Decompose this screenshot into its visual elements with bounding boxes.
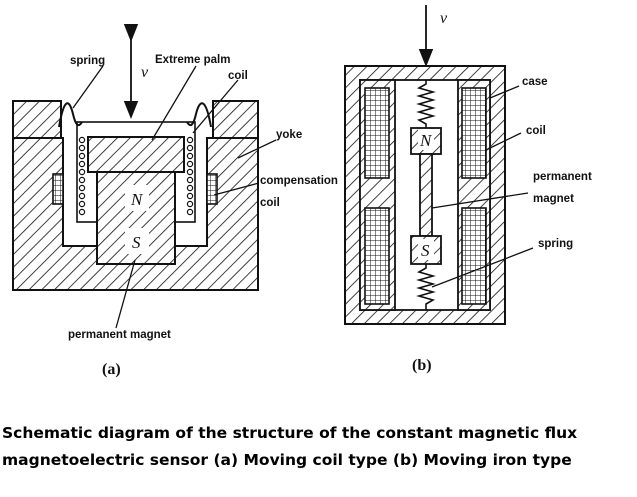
spring-b-top (416, 80, 436, 128)
label-coil-a: coil (228, 70, 248, 82)
label-compensation: compensation (260, 175, 338, 187)
magnetoelectric-sensor-diagrams: N S v spring Extreme palm c (12, 5, 592, 378)
moving-coil-a (78, 136, 194, 216)
magnet-b-label-bg-s (418, 239, 434, 260)
figure-a: N S v spring Extreme palm c (12, 24, 338, 378)
sublabel-b: (b) (412, 357, 432, 374)
compensation-coil-left (52, 173, 64, 205)
magnet-b-stem (419, 153, 433, 237)
label-permanent-b: permanent (533, 171, 592, 183)
figure-caption: Schematic diagram of the structure of th… (2, 420, 636, 474)
spring-a-shape (58, 102, 83, 128)
leaders-a (72, 65, 277, 329)
label-magnet-b: magnet (533, 193, 574, 205)
coil-b-right-bottom (461, 207, 487, 305)
magnet-label-bg-s (125, 228, 149, 254)
compensation-coil-right (206, 173, 218, 205)
coil-b-right-top (461, 87, 487, 179)
velocity-label-a: v (141, 64, 149, 81)
extreme-palm (87, 136, 185, 173)
pole-s-a: S (132, 233, 141, 252)
label-compensation-coil: coil (260, 197, 280, 209)
top-plate-right (212, 100, 259, 139)
pole-n-a: N (130, 190, 144, 209)
pole-n-b: N (419, 131, 433, 150)
leaders-b (431, 85, 534, 288)
caption-line-1: Schematic diagram of the structure of th… (2, 424, 578, 442)
coil-b-left-bottom (364, 207, 390, 305)
sublabel-a: (a) (102, 361, 121, 378)
coil-b-left-top (364, 87, 390, 179)
label-extreme-palm: Extreme palm (155, 54, 230, 66)
magnet-b-label-bg-n (418, 129, 434, 150)
caption-line-2: magnetoelectric sensor (a) Moving coil t… (2, 451, 572, 469)
figure-b: v N S case coil permanent magnet (344, 5, 592, 374)
label-case: case (522, 76, 548, 88)
top-plate-left (12, 100, 62, 139)
label-permanent-magnet-a: permanent magnet (68, 329, 171, 341)
magnet-label-bg-n (125, 185, 149, 211)
label-coil-b: coil (526, 125, 546, 137)
label-yoke: yoke (276, 129, 302, 141)
label-spring-a: spring (70, 55, 105, 67)
pole-s-b: S (421, 241, 430, 260)
spring-b-bottom (416, 264, 436, 310)
velocity-label-b: v (440, 10, 448, 27)
spring-a-shape-right (186, 102, 212, 128)
label-spring-b: spring (538, 238, 573, 250)
